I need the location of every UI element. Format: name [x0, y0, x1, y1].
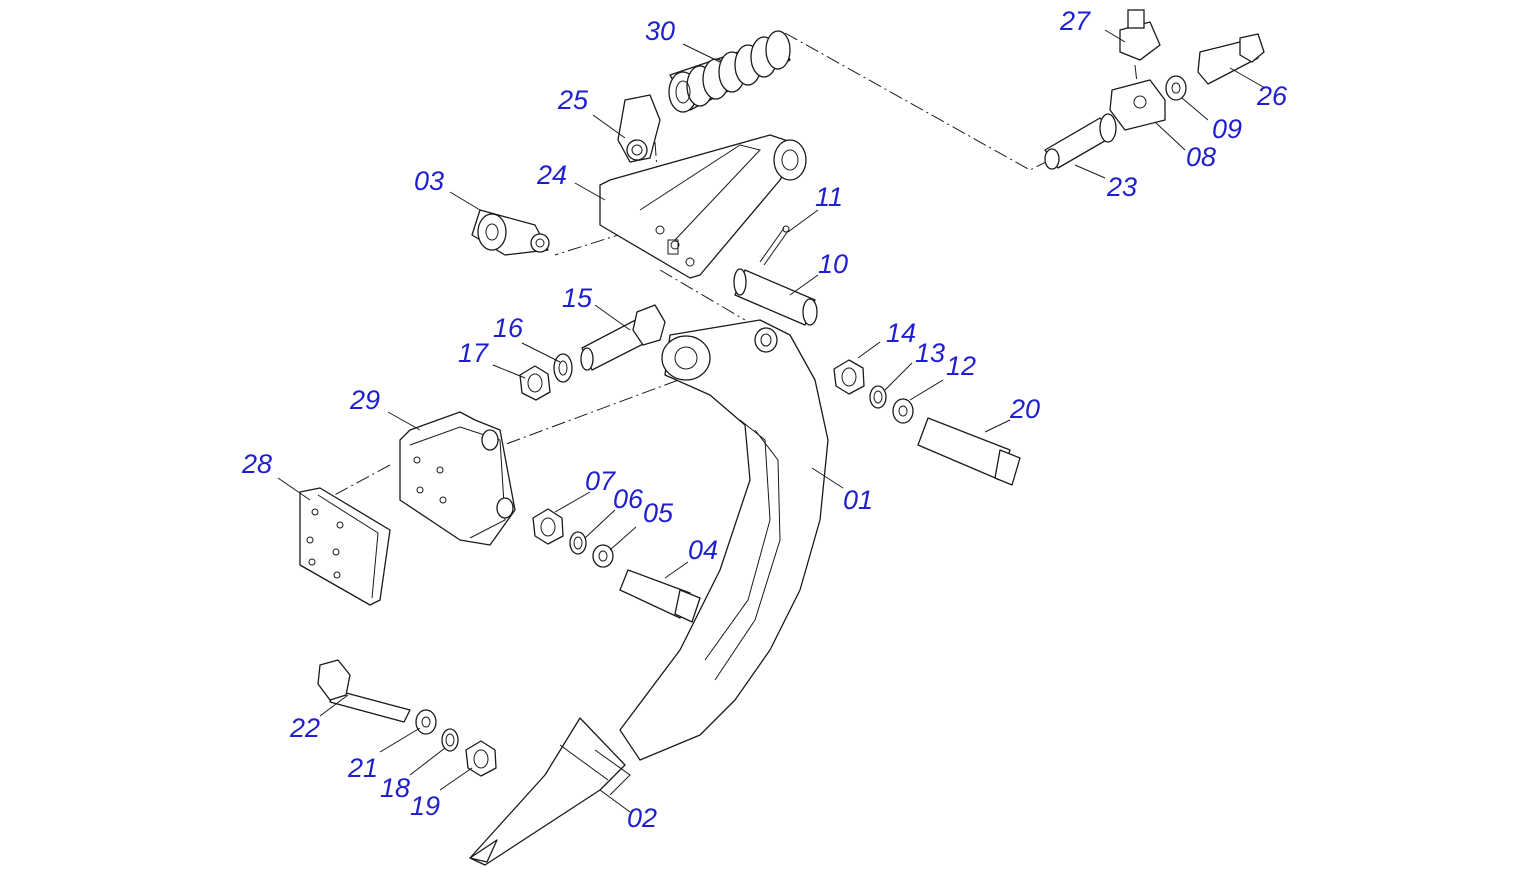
eye-block-part: [471, 209, 550, 256]
spring-part: [668, 30, 791, 113]
callout-08: 08: [1186, 142, 1216, 172]
callout-10: 10: [818, 249, 848, 279]
callout-20: 20: [1009, 394, 1040, 424]
callout-11: 11: [815, 182, 843, 212]
callout-29: 29: [349, 385, 380, 415]
callout-19: 19: [410, 791, 440, 821]
callout-13: 13: [915, 338, 945, 368]
bolt-22-set: [317, 659, 497, 777]
callout-23: 23: [1106, 172, 1137, 202]
callout-09: 09: [1212, 114, 1242, 144]
callout-17: 17: [458, 338, 489, 368]
shank-part: [619, 319, 829, 761]
callout-28: 28: [241, 449, 272, 479]
callout-24: 24: [536, 160, 567, 190]
callout-12: 12: [946, 351, 976, 381]
pin-20-set: [833, 359, 1021, 486]
callout-21: 21: [347, 753, 378, 783]
callout-labels: 30 25 03 24 11 10 15 16 17 29 28 14 13 1…: [241, 6, 1288, 833]
callout-02: 02: [627, 803, 657, 833]
callout-04: 04: [688, 535, 718, 565]
callout-26: 26: [1256, 81, 1288, 111]
tooth-part: [469, 717, 631, 866]
callout-16: 16: [493, 313, 524, 343]
callout-25: 25: [557, 85, 589, 115]
callout-14: 14: [886, 318, 916, 348]
link-part: [617, 94, 661, 163]
callout-03: 03: [414, 166, 444, 196]
callout-15: 15: [562, 283, 593, 313]
callout-22: 22: [289, 713, 320, 743]
pin-04-set: [532, 508, 701, 623]
grease-fitting-set: [1044, 9, 1265, 170]
callout-01: 01: [843, 485, 873, 515]
bolt-15-set: [519, 304, 666, 401]
callout-06: 06: [613, 484, 644, 514]
cotter-pin-part: [759, 225, 790, 266]
callout-30: 30: [645, 16, 675, 46]
callout-07: 07: [585, 466, 616, 496]
callout-27: 27: [1059, 6, 1091, 36]
pin-10-part: [733, 268, 818, 326]
bracket-part: [599, 134, 807, 279]
leader-lines: [277, 29, 1266, 813]
plate-part: [299, 487, 391, 606]
callout-18: 18: [380, 773, 410, 803]
assembly-lines: [324, 32, 1139, 501]
callout-05: 05: [643, 498, 674, 528]
mount-bracket-part: [399, 411, 516, 546]
